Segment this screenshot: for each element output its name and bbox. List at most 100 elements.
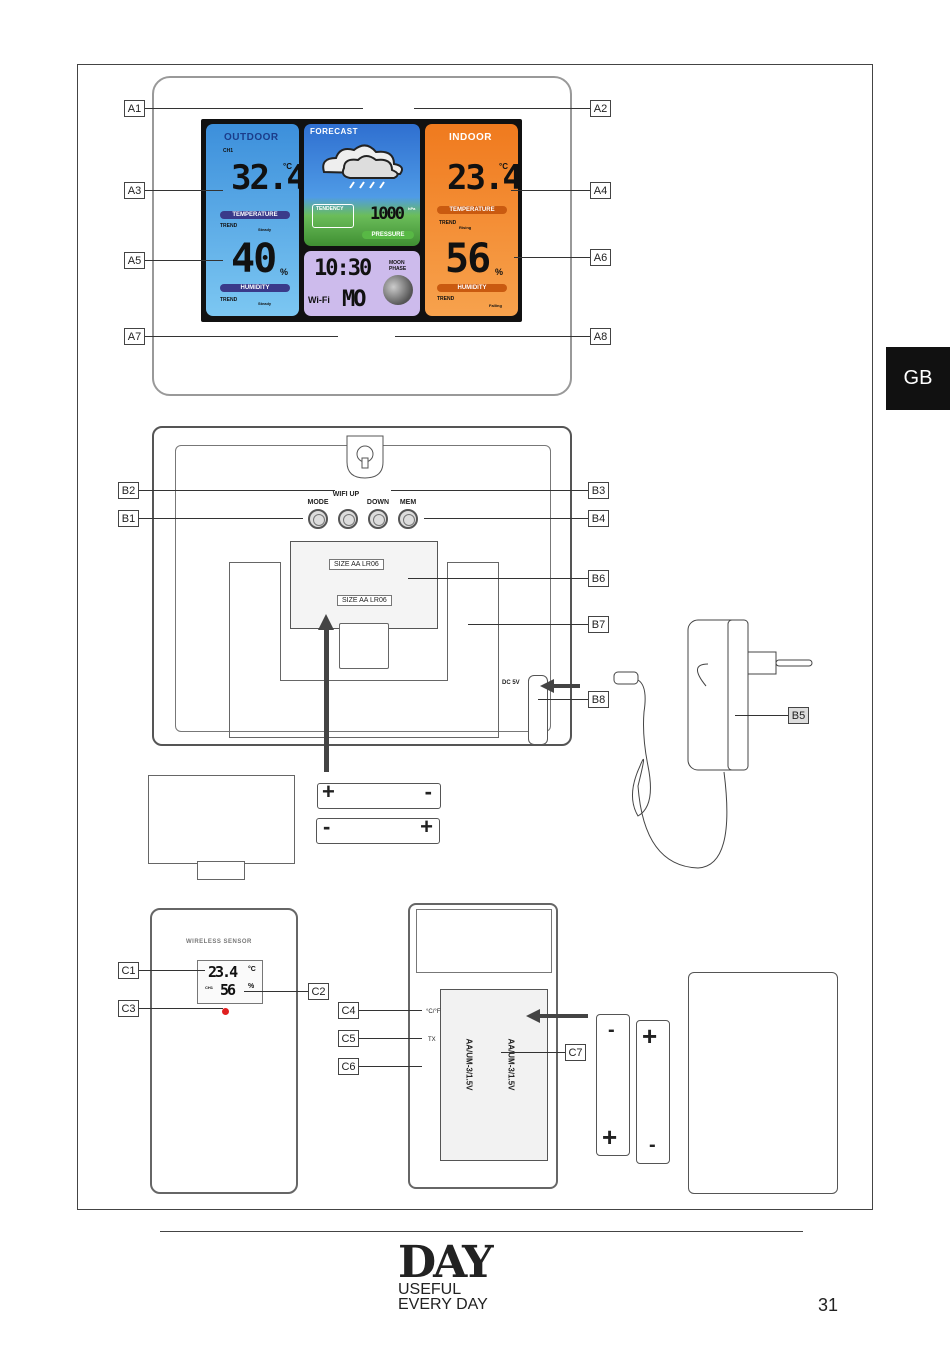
sensor-switch-tx-label: TX <box>428 1037 436 1043</box>
indoor-humidity-unit: % <box>495 267 504 277</box>
moon-phase-label-2: PHASE <box>389 266 407 272</box>
battery-cover <box>148 775 295 864</box>
outdoor-panel: OUTDOOR CH1 32.4 °C TEMPERATURE TREND St… <box>206 124 307 316</box>
leader-a8 <box>395 336 590 337</box>
indoor-title: INDOOR <box>449 132 492 143</box>
brand-logo-text: DAY <box>398 1237 494 1288</box>
label-a6: A6 <box>590 249 611 266</box>
leader-c4 <box>359 1010 422 1011</box>
sensor-battery-1-label: AA/UM-3/1.5V <box>464 1038 474 1091</box>
outdoor-trend-state: Steady <box>258 227 272 232</box>
leader-c1 <box>139 970 205 971</box>
battery-compartment: SIZE AA LR06 SIZE AA LR06 <box>290 541 438 629</box>
sensor-channel: CH1 <box>205 985 214 990</box>
outdoor-temp-unit: °C <box>283 162 292 171</box>
brand-tagline-1: USEFUL <box>398 1281 462 1298</box>
outdoor-humidity-trend-label: TREND <box>220 297 238 303</box>
leader-c5 <box>359 1038 422 1039</box>
leader-b5 <box>735 715 788 716</box>
aa-battery-1: + - <box>317 779 441 809</box>
outdoor-trend-label: TREND <box>220 223 238 229</box>
indoor-humidity-trend-state: Falling <box>489 303 502 308</box>
indoor-temp-trend-state: Rising <box>459 225 472 230</box>
language-tab: GB <box>886 347 950 410</box>
sensor-lcd: 23.4 °C CH1 56 % <box>197 960 263 1004</box>
label-b4: B4 <box>588 510 609 527</box>
button-label-wifi-up: WIFI UP <box>332 491 360 498</box>
leader-c7 <box>501 1052 565 1053</box>
label-c4: C4 <box>338 1002 359 1019</box>
button-label-mem: MEM <box>399 499 417 506</box>
leader-c2 <box>244 991 308 992</box>
label-c3: C3 <box>118 1000 139 1017</box>
insert-arrow-head <box>318 614 334 630</box>
outdoor-temp-label: TEMPERATURE <box>220 211 290 219</box>
label-a3: A3 <box>124 182 145 199</box>
indoor-panel: INDOOR 23.4 °C TEMPERATURE TREND Rising … <box>425 124 523 316</box>
tendency-box: TENDENCY <box>312 204 354 228</box>
label-a8: A8 <box>590 328 611 345</box>
footer-rule <box>160 1231 803 1232</box>
sensor-battery-a: - + <box>596 1014 630 1156</box>
battery-minus-icon: - <box>608 1019 615 1041</box>
wifi-up-button[interactable] <box>338 509 358 529</box>
button-label-mode: MODE <box>307 499 329 506</box>
label-b2: B2 <box>118 482 139 499</box>
leader-a7 <box>145 336 338 337</box>
indoor-humidity-trend-label: TREND <box>437 296 455 302</box>
leader-b1 <box>139 518 303 519</box>
mode-button[interactable] <box>308 509 328 529</box>
down-button[interactable] <box>368 509 388 529</box>
battery-minus-icon: - <box>323 814 331 839</box>
moon-phase-icon <box>383 275 413 305</box>
label-c7: C7 <box>565 1044 586 1061</box>
outdoor-title: OUTDOOR <box>224 132 279 143</box>
label-c6: C6 <box>338 1058 359 1075</box>
battery-minus-icon: - <box>649 1134 656 1156</box>
indoor-humidity-label: HUMIDITY <box>437 284 507 292</box>
plug-arrow-head <box>540 679 554 693</box>
sensor-temperature: 23.4 <box>208 963 238 981</box>
label-a2: A2 <box>590 100 611 117</box>
label-a7: A7 <box>124 328 145 345</box>
label-a4: A4 <box>590 182 611 199</box>
wifi-label: Wi-Fi <box>308 295 330 305</box>
sensor-back-top <box>416 909 552 973</box>
indoor-temp-label: TEMPERATURE <box>437 206 507 214</box>
indoor-temp-unit: °C <box>499 162 508 171</box>
insert-arrow-shaft <box>324 628 329 772</box>
leader-c6 <box>359 1066 422 1067</box>
indoor-humidity: 56 <box>445 236 491 282</box>
indoor-temperature: 23.4 <box>447 158 523 198</box>
sensor-temp-unit: °C <box>248 966 256 973</box>
label-c1: C1 <box>118 962 139 979</box>
label-b1: B1 <box>118 510 139 527</box>
leader-a5 <box>145 260 223 261</box>
power-adapter-icon <box>613 619 813 869</box>
sensor-battery-cover <box>688 972 838 1194</box>
forecast-title: FORECAST <box>310 127 358 136</box>
aa-battery-2: - + <box>316 814 440 844</box>
sensor-back: AA/UM-3/1.5V AA/UM-3/1.5V °C/°F TX <box>408 903 558 1189</box>
leader-b4 <box>424 518 588 519</box>
sensor-insert-arrow-head <box>526 1009 540 1023</box>
pressure-unit: hPa <box>408 206 416 211</box>
battery-plus-icon: + <box>602 1122 618 1152</box>
outdoor-humidity: 40 <box>231 236 277 282</box>
leader-a6 <box>514 257 590 258</box>
leader-b6 <box>408 578 588 579</box>
battery-plus-icon: + <box>642 1021 658 1051</box>
sensor-battery-2-label: AA/UM-3/1.5V <box>506 1038 516 1091</box>
leader-a1 <box>145 108 363 109</box>
sensor-battery-b: + - <box>636 1020 670 1164</box>
leader-a4 <box>511 190 590 191</box>
leader-a3 <box>145 190 223 191</box>
dc-label: DC 5V <box>502 680 520 686</box>
outdoor-humidity-trend-state: Steady <box>258 301 272 306</box>
battery-minus-icon: - <box>424 779 432 804</box>
mem-button[interactable] <box>398 509 418 529</box>
hanging-hole-icon <box>346 435 384 479</box>
pressure-label: PRESSURE <box>362 231 414 239</box>
sensor-insert-arrow <box>540 1014 588 1018</box>
label-b8: B8 <box>588 691 609 708</box>
